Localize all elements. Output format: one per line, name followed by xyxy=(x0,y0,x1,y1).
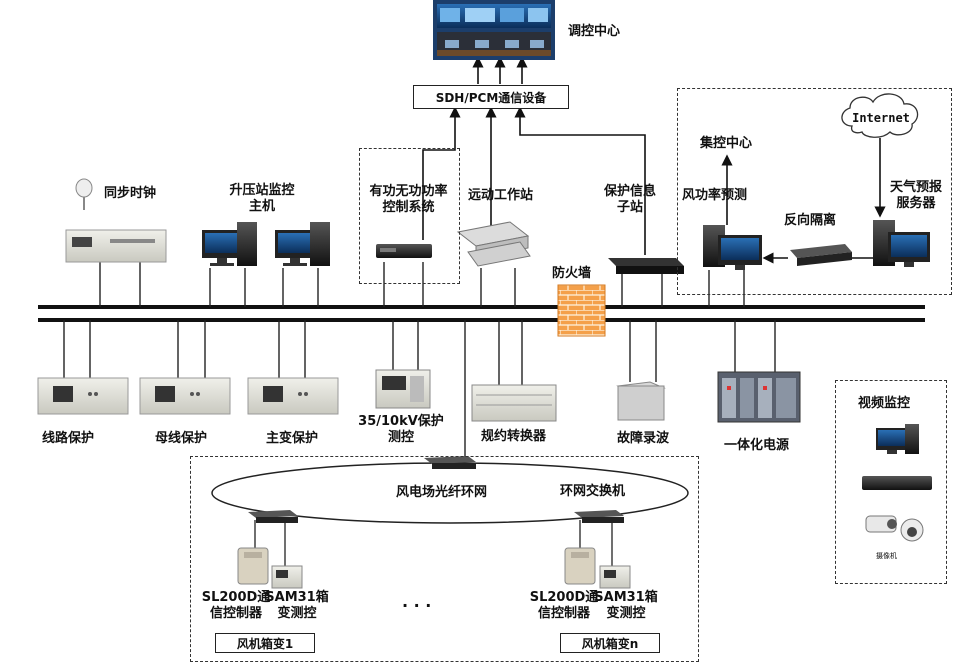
sl200d-device-n xyxy=(564,547,596,585)
ring-switch-label: 环网交换机 xyxy=(560,484,626,499)
reverse-isolation-device xyxy=(790,244,852,266)
protection-substation-label-line2: 子站 xyxy=(616,200,643,215)
line-protection-label: 线路保护 xyxy=(42,431,95,446)
kv-protection-label: 35/10kV保护 测控 xyxy=(356,414,446,446)
firewall-label: 防火墙 xyxy=(552,266,592,281)
transformer-protection-label: 主变保护 xyxy=(266,431,319,446)
camera-devices xyxy=(865,515,924,542)
sdh-pcm-box: SDH/PCM通信设备 xyxy=(413,85,569,109)
video-recorder xyxy=(862,476,932,490)
ring-switch-1 xyxy=(248,510,298,523)
sync-clock-label: 同步时钟 xyxy=(104,186,157,201)
video-pc xyxy=(876,424,919,454)
protection-substation-device xyxy=(608,258,684,274)
monitor-host-2 xyxy=(275,222,330,266)
substation-monitor-label: 升压站监控 主机 xyxy=(220,183,304,215)
sam31-label-1-line2: 变测控 xyxy=(277,606,317,621)
weather-server-label-line2: 服务器 xyxy=(896,196,936,211)
kv-protection-label-line2: 测控 xyxy=(387,430,414,445)
sam31-label-1: SAM31箱 变测控 xyxy=(264,590,330,622)
transformer-protection-device xyxy=(247,377,339,415)
dispatch-center-label: 调控中心 xyxy=(568,24,621,39)
weather-server-label-line1: 天气预报 xyxy=(889,180,942,195)
protocol-converter-device xyxy=(471,384,557,422)
sl200d-label-1: SL200D通 信控制器 xyxy=(198,590,274,622)
wind-farm-group-box xyxy=(190,456,699,662)
power-cabinets xyxy=(717,371,801,423)
sam31-label-n-line1: SAM31箱 xyxy=(594,590,658,605)
avr-group-box xyxy=(359,148,460,284)
avr-control-label-line2: 控制系统 xyxy=(382,200,435,215)
video-group-box xyxy=(835,380,947,584)
sl200d-label-1-line2: 信控制器 xyxy=(209,606,262,621)
fiber-ring-label: 风电场光纤环网 xyxy=(396,485,488,500)
sl200d-label-n-line1: SL200D通 xyxy=(529,590,599,605)
fault-recorder-device xyxy=(616,381,666,421)
upper-drops xyxy=(99,262,745,307)
wind-power-forecast-label: 风功率预测 xyxy=(682,188,748,203)
core-ring-switch xyxy=(424,456,476,469)
station-bus xyxy=(38,305,925,322)
sam31-label-n-line2: 变测控 xyxy=(606,606,646,621)
line-protection-device xyxy=(37,377,129,415)
uplink-arrows xyxy=(422,56,646,255)
avr-control-device xyxy=(376,244,432,258)
telecontrol-device xyxy=(456,221,531,267)
busbar-protection-device xyxy=(139,377,231,415)
substation-monitor-label-line2: 主机 xyxy=(248,199,275,214)
fault-recorder-label: 故障录波 xyxy=(617,431,670,446)
telecontrol-label: 远动工作站 xyxy=(468,188,534,203)
avr-control-label-line1: 有功无功功率 xyxy=(369,184,448,199)
ellipsis-label: · · · xyxy=(402,596,432,615)
weather-server-device xyxy=(873,220,930,267)
internet-label: Internet xyxy=(852,111,910,125)
weather-server-label: 天气预报 服务器 xyxy=(885,180,947,212)
forecast-group-box xyxy=(677,88,952,295)
forecast-computer xyxy=(703,225,762,270)
lower-drops xyxy=(63,320,776,458)
sam31-device-1 xyxy=(271,565,303,589)
sam31-device-n xyxy=(599,565,631,589)
ring-drops xyxy=(254,520,613,566)
central-control-label: 集控中心 xyxy=(700,136,753,151)
sync-clock-device xyxy=(65,178,167,263)
dispatch-center-image xyxy=(433,0,555,60)
video-monitoring-label: 视频监控 xyxy=(858,396,911,411)
protection-substation-label-line1: 保护信息 xyxy=(603,184,656,199)
camera-label: 摄像机 xyxy=(876,552,897,560)
protection-substation-label: 保护信息 子站 xyxy=(594,184,666,216)
kv-protection-device xyxy=(375,369,431,409)
internet-cloud xyxy=(841,93,919,138)
reverse-isolation-label: 反向隔离 xyxy=(784,213,837,228)
forecast-links xyxy=(721,138,886,264)
sl200d-device-1 xyxy=(237,547,269,585)
firewall-graphic xyxy=(557,284,606,337)
sl200d-label-n-line2: 信控制器 xyxy=(537,606,590,621)
kv-protection-label-line1: 35/10kV保护 xyxy=(358,414,444,429)
sl200d-label-1-line1: SL200D通 xyxy=(201,590,271,605)
sam31-label-n: SAM31箱 变测控 xyxy=(593,590,659,622)
avr-control-label: 有功无功功率 控制系统 xyxy=(359,184,458,216)
protocol-converter-label: 规约转换器 xyxy=(481,429,547,444)
substation-monitor-label-line1: 升压站监控 xyxy=(229,183,295,198)
sl200d-label-n: SL200D通 信控制器 xyxy=(526,590,602,622)
ring-switch-n xyxy=(574,510,624,523)
turbine-box-1-label: 风机箱变1 xyxy=(215,633,315,653)
monitor-host-1 xyxy=(202,222,257,266)
sam31-label-1-line1: SAM31箱 xyxy=(265,590,329,605)
busbar-protection-label: 母线保护 xyxy=(155,431,208,446)
turbine-box-n-label: 风机箱变n xyxy=(560,633,660,653)
integrated-power-label: 一体化电源 xyxy=(724,438,790,453)
